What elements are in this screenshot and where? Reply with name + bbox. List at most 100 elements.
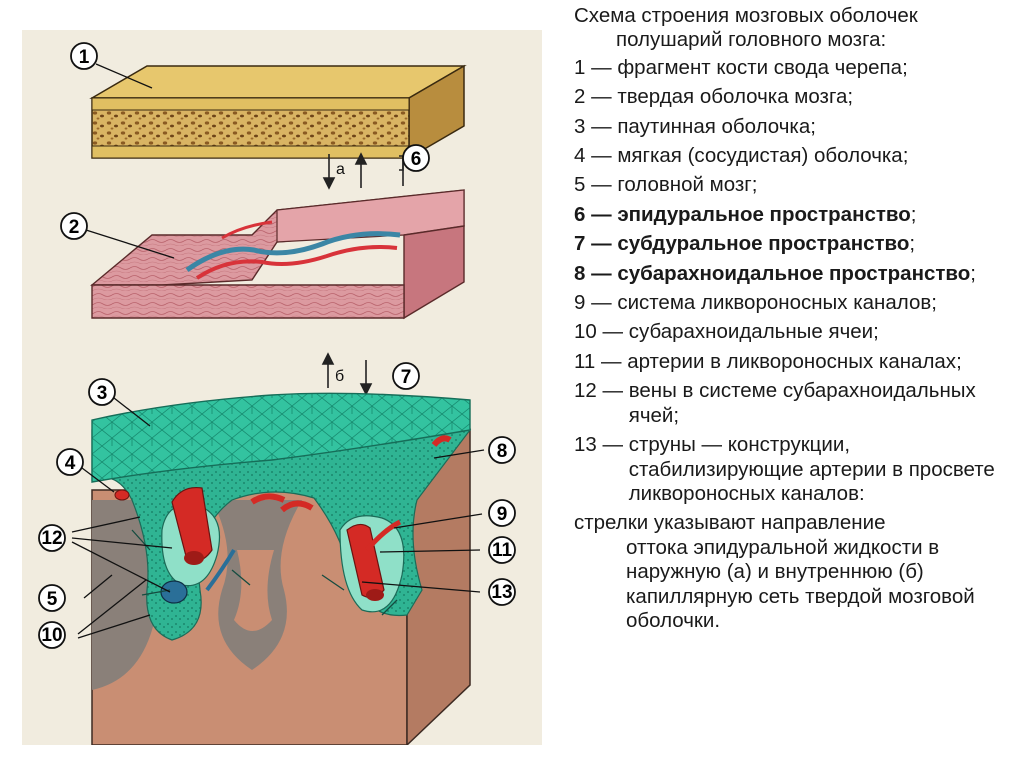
callout-13: 13 (491, 582, 512, 603)
legend-item-dash: — (585, 173, 618, 197)
legend-item-13: 13 — струны — конструкции, стабилизирующ… (574, 433, 1014, 506)
legend-title-line1: Схема строения мозговых оболочек (574, 4, 918, 27)
callout-2: 2 (69, 217, 80, 238)
legend-item-7: 7 — субдуральное пространство; (574, 232, 1014, 256)
legend-item-text: фрагмент кости свода черепа; (617, 56, 1014, 80)
dura-mater-block (90, 189, 465, 320)
legend-item-text: головной мозг; (617, 173, 1014, 197)
legend-item-6: 6 — эпидуральное пространство; (574, 203, 1014, 227)
callout-8: 8 (497, 441, 508, 462)
callout-markers: 1 2 3 4 5 6 7 8 9 10 11 12 13 (38, 42, 516, 649)
legend-item-end: ; (810, 114, 816, 138)
legend-item-dash: — (585, 144, 618, 168)
legend-item-label: паутинная оболочка (617, 114, 811, 138)
legend-item-number: 10 (574, 320, 597, 344)
legend-item-label: субарахноидальные ячеи (628, 320, 874, 344)
legend-item-text: вены в системе субарахноидальных ячей; (629, 379, 1014, 428)
legend-item-text: система ликвороносных каналов; (617, 291, 1014, 315)
legend-item-dash: — (585, 291, 618, 315)
legend-item-end: ; (751, 173, 758, 197)
legend-item-label: мягкая (сосудистая) оболочка (617, 144, 903, 168)
legend-item-number: 9 (574, 291, 586, 315)
legend-item-2: 2 — твердая оболочка мозга; (574, 85, 1014, 109)
legend-item-5: 5 — головной мозг; (574, 173, 1014, 197)
legend-items: 1 — фрагмент кости свода черепа;2 — твер… (574, 56, 1014, 507)
legend-item-text: струны — конструкции, стабилизирующие ар… (629, 433, 1014, 506)
callout-4: 4 (65, 453, 76, 474)
legend-item-label: фрагмент кости свода черепа (617, 55, 903, 79)
legend-item-number: 12 (574, 379, 597, 403)
legend-item-label: эпидуральное пространство (617, 202, 911, 226)
legend-item-3: 3 — паутинная оболочка; (574, 115, 1014, 139)
legend-item-end: ; (956, 349, 962, 373)
legend-title: Схема строения мозговых оболочек полушар… (574, 4, 1014, 53)
legend: Схема строения мозговых оболочек полушар… (574, 4, 1014, 633)
legend-item-end: ; (931, 291, 937, 315)
legend-item-dash: — (585, 232, 618, 256)
legend-item-number: 1 (574, 55, 586, 79)
legend-item-end: ; (873, 320, 879, 344)
callout-7: 7 (401, 367, 412, 388)
legend-item-8: 8 — субарахноидальное пространство; (574, 262, 1014, 286)
legend-item-9: 9 — система ликвороносных каналов; (574, 291, 1014, 315)
legend-item-end: ; (910, 202, 917, 226)
vein (160, 580, 188, 604)
arrow-note: стрелки указывают направление оттока эпи… (574, 511, 1014, 633)
callout-12: 12 (41, 528, 62, 549)
legend-item-text: эпидуральное пространство; (617, 203, 1014, 227)
arrow-b-label: б (335, 368, 344, 385)
skull-bone-fragment (89, 64, 467, 160)
legend-item-end: ; (909, 232, 916, 256)
legend-item-dash: — (596, 320, 629, 344)
arrow-note-line1: стрелки указывают направление (574, 511, 886, 535)
legend-item-number: 7 (574, 232, 586, 256)
legend-item-text: субарахноидальное пространство; (617, 262, 1014, 286)
legend-item-label: вены в системе субарахноидальных ячей (628, 379, 976, 427)
legend-item-dash: — (585, 202, 618, 226)
callout-1: 1 (79, 47, 90, 68)
legend-item-label: система ликвороносных каналов (617, 291, 932, 315)
legend-item-number: 2 (574, 85, 586, 109)
legend-item-dash: — (585, 85, 618, 109)
legend-item-text: паутинная оболочка; (617, 115, 1014, 139)
brain-block (91, 392, 472, 745)
dura-artery-strip (195, 245, 398, 280)
legend-item-end: ; (847, 85, 854, 109)
legend-item-number: 6 (574, 202, 586, 226)
legend-item-label: твердая оболочка мозга (617, 85, 848, 109)
legend-item-text: артерии в ликвороносных каналах; (627, 350, 1014, 374)
legend-item-label: субарахноидальное пространство (617, 261, 971, 285)
callout-10: 10 (41, 625, 62, 646)
legend-item-12: 12 — вены в системе субарахноидальных яч… (574, 379, 1014, 428)
legend-item-number: 8 (574, 261, 586, 285)
legend-item-number: 4 (574, 144, 586, 168)
legend-item-dash: — (585, 261, 618, 285)
arrow-a-label: а (336, 161, 345, 178)
legend-item-number: 5 (574, 173, 586, 197)
legend-item-label: струны — конструкции, стабилизирующие ар… (628, 433, 995, 505)
callout-9: 9 (497, 504, 508, 525)
legend-item-text: мягкая (сосудистая) оболочка; (617, 144, 1014, 168)
arrow-note-rest: оттока эпидуральной жидкости в наружную … (626, 535, 975, 632)
legend-item-11: 11 — артерии в ликвороносных каналах; (574, 350, 1014, 374)
arachnoid-membrane (91, 392, 471, 483)
legend-item-dash: — (585, 55, 618, 79)
legend-item-text: твердая оболочка мозга; (617, 85, 1014, 109)
legend-item-text: субарахноидальные ячеи; (629, 320, 1014, 344)
legend-item-number: 11 (574, 349, 596, 373)
legend-item-end: : (858, 481, 865, 505)
legend-item-dash: — (595, 349, 628, 373)
legend-item-4: 4 — мягкая (сосудистая) оболочка; (574, 144, 1014, 168)
legend-item-dash: — (596, 433, 629, 457)
legend-item-end: ; (902, 144, 909, 168)
legend-item-number: 13 (574, 433, 597, 457)
callout-3: 3 (97, 383, 108, 404)
legend-item-text: субдуральное пространство; (617, 232, 1014, 256)
legend-item-dash: — (585, 114, 618, 138)
meninges-diagram: а б (22, 30, 542, 745)
dura-vein-strip (185, 231, 401, 273)
legend-item-label: субдуральное пространство (617, 232, 910, 256)
legend-item-label: артерии в ликвороносных каналах (627, 349, 957, 373)
legend-item-1: 1 — фрагмент кости свода черепа; (574, 56, 1014, 80)
subdural-space-arrows (321, 352, 373, 396)
